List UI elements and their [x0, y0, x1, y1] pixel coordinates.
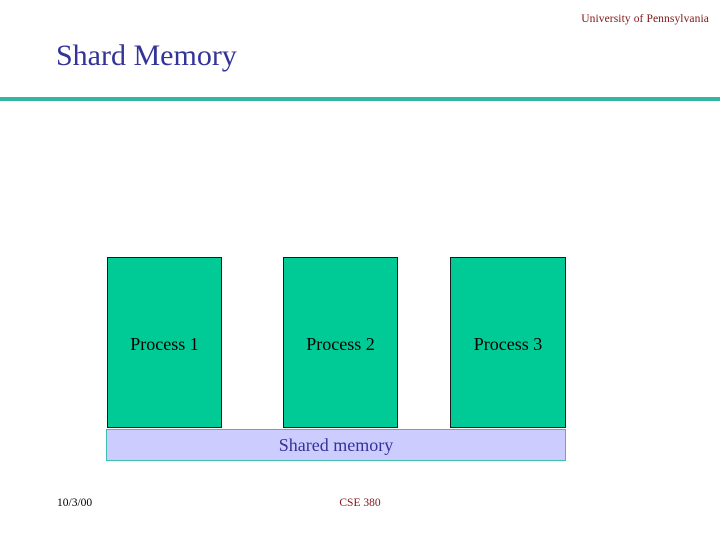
page-title: Shard Memory — [56, 39, 237, 72]
title-divider — [0, 97, 720, 101]
footer-course: CSE 380 — [339, 497, 381, 509]
process-box-2-label: Process 2 — [306, 334, 375, 354]
process-box-2: Process 2 — [283, 257, 398, 428]
process-box-3-label: Process 3 — [473, 334, 543, 354]
process-box-1: Process 1 — [107, 257, 222, 428]
process-box-3: Process 3 — [450, 257, 566, 428]
shared-memory-label: Shared memory — [278, 435, 394, 455]
organization-label: University of Pennsylvania — [581, 13, 709, 25]
footer-date: 10/3/00 — [57, 497, 93, 509]
shared-memory-bar: Shared memory — [106, 429, 566, 461]
process-box-1-label: Process 1 — [130, 334, 199, 354]
